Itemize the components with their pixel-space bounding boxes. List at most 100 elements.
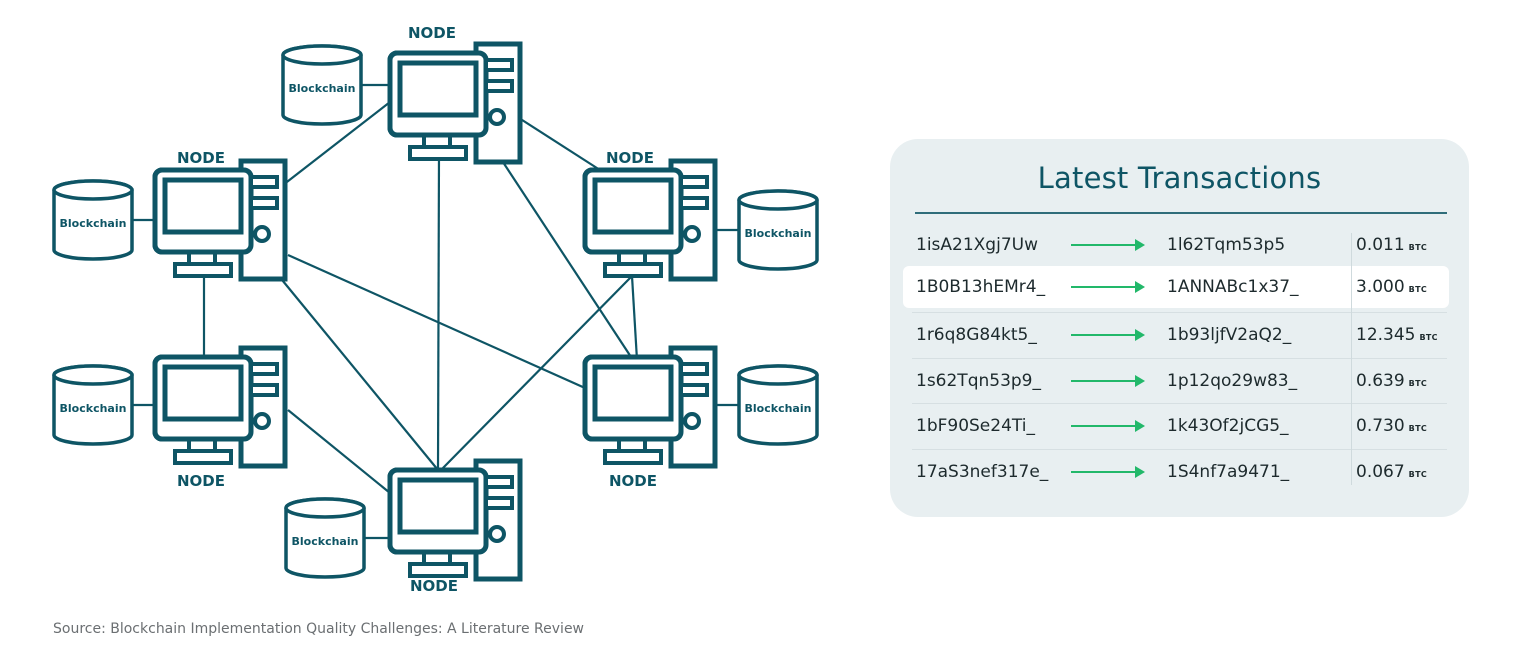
row-separator [912, 358, 1447, 359]
power-button [488, 525, 506, 543]
drive-bay [484, 496, 514, 510]
connection-top-bottom [436, 149, 441, 471]
drive-bay [484, 58, 514, 72]
drive-bay [679, 175, 709, 189]
amount-unit: BTC [1408, 243, 1427, 252]
node-upper-left: Blockchain NODE [52, 149, 288, 282]
power-button [683, 412, 701, 430]
node-label: NODE [177, 149, 225, 167]
database-top [281, 44, 363, 66]
to-address: 1b93ljfV2aQ2_ [1167, 325, 1292, 345]
row-separator [912, 449, 1447, 450]
drive-bay [249, 175, 279, 189]
drive-bay [484, 79, 514, 93]
amount-unit: BTC [1408, 424, 1427, 433]
database-top [52, 364, 134, 386]
from-address: 1s62Tqn53p9_ [916, 371, 1041, 391]
connection-top-upper-right [518, 117, 601, 171]
from-address: 1isA21Xgj7Uw [916, 235, 1038, 255]
nodes: BlockchainNODEBlockchainNODEBlockchainNO… [52, 24, 819, 595]
to-address: 1k43Of2jCG5_ [1167, 416, 1289, 436]
amount-value: 12.345 [1356, 325, 1416, 345]
drive-bay [679, 362, 709, 376]
amount-unit: BTC [1408, 379, 1427, 388]
amount-unit: BTC [1408, 285, 1427, 294]
amount-value: 0.067 [1356, 462, 1405, 482]
arrow-right-icon [1071, 466, 1145, 478]
amount-column-divider [1351, 233, 1352, 485]
from-address: 1bF90Se24Ti_ [916, 416, 1035, 436]
arrow-right-icon [1071, 329, 1145, 341]
amount-unit: BTC [1419, 333, 1438, 342]
monitor-base [173, 262, 233, 278]
node-label: NODE [177, 472, 225, 490]
to-address: 1ANNABc1x37_ [1167, 277, 1299, 297]
monitor-base [603, 262, 663, 278]
connection-lines [202, 101, 639, 494]
node-label: NODE [410, 577, 458, 595]
drive-bay [679, 196, 709, 210]
arrow-right-icon [1071, 239, 1145, 251]
title-divider [915, 212, 1447, 214]
connection-upper-left-bottom [277, 274, 439, 471]
monitor-base [408, 562, 468, 578]
drive-bay [249, 362, 279, 376]
panel-title: Latest Transactions [1037, 161, 1322, 195]
connection-upper-right-bottom [440, 275, 633, 471]
drive-bay [249, 196, 279, 210]
connection-upper-left-lower-right [287, 253, 586, 390]
database-top [737, 189, 819, 211]
source-caption: Source: Blockchain Implementation Qualit… [53, 621, 585, 637]
power-button [683, 225, 701, 243]
connection-upper-right-lower-right [630, 275, 639, 361]
database-top [737, 364, 819, 386]
from-address: 1r6q8G84kt5_ [916, 325, 1037, 345]
power-button [253, 412, 271, 430]
amount-unit: BTC [1408, 470, 1427, 479]
monitor-base [603, 449, 663, 465]
arrow-right-icon [1071, 420, 1145, 432]
database-label: Blockchain [60, 217, 127, 230]
drive-bay [484, 475, 514, 489]
database-top [52, 179, 134, 201]
arrow-right-icon [1071, 281, 1145, 293]
from-address: 1B0B13hEMr4_ [916, 277, 1046, 297]
to-address: 1l62Tqm53p5 [1167, 235, 1286, 255]
amount-value: 0.011 [1356, 235, 1405, 255]
connection-top-upper-left [282, 101, 391, 186]
arrow-right-icon [1071, 375, 1145, 387]
database-label: Blockchain [60, 402, 127, 415]
to-address: 1S4nf7a9471_ [1167, 462, 1290, 482]
database-label: Blockchain [745, 402, 812, 415]
from-address: 17aS3nef317e_ [916, 462, 1049, 482]
to-address: 1p12qo29w83_ [1167, 371, 1298, 391]
database-label: Blockchain [289, 82, 356, 95]
monitor-base [408, 145, 468, 161]
database-label: Blockchain [292, 535, 359, 548]
drive-bay [679, 383, 709, 397]
row-separator [912, 312, 1447, 313]
latest-transactions-panel: Latest Transactions [890, 139, 1469, 517]
power-button [253, 225, 271, 243]
drive-bay [249, 383, 279, 397]
amount-value: 0.639 [1356, 371, 1405, 391]
connection-lower-left-bottom [287, 409, 391, 494]
amount-value: 3.000 [1356, 277, 1405, 297]
database-label: Blockchain [745, 227, 812, 240]
